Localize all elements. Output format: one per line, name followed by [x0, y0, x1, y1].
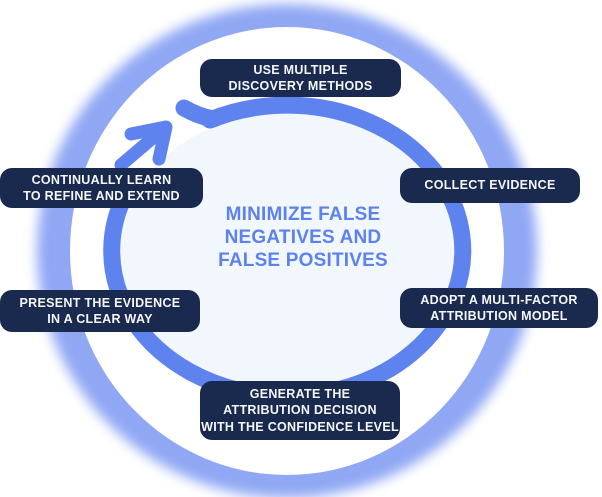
step-label-present-evidence-clearly: PRESENT THE EVIDENCE IN A CLEAR WAY	[0, 290, 200, 332]
cycle-ring-end-flare	[175, 99, 222, 128]
clockwise-arrow-icon	[114, 120, 173, 172]
inner-disc	[120, 113, 454, 389]
step-label-use-multiple-discovery-methods: USE MULTIPLE DISCOVERY METHODS	[200, 59, 401, 97]
center-headline: MINIMIZE FALSE NEGATIVES AND FALSE POSIT…	[218, 204, 388, 272]
step-label-generate-attribution-decision: GENERATE THE ATTRIBUTION DECISION WITH T…	[200, 381, 400, 440]
step-label-adopt-multi-factor-attribution-model: ADOPT A MULTI-FACTOR ATTRIBUTION MODEL	[400, 288, 598, 328]
step-label-collect-evidence: COLLECT EVIDENCE	[400, 168, 580, 203]
step-label-continually-learn-refine-extend: CONTINUALLY LEARN TO REFINE AND EXTEND	[0, 168, 203, 208]
